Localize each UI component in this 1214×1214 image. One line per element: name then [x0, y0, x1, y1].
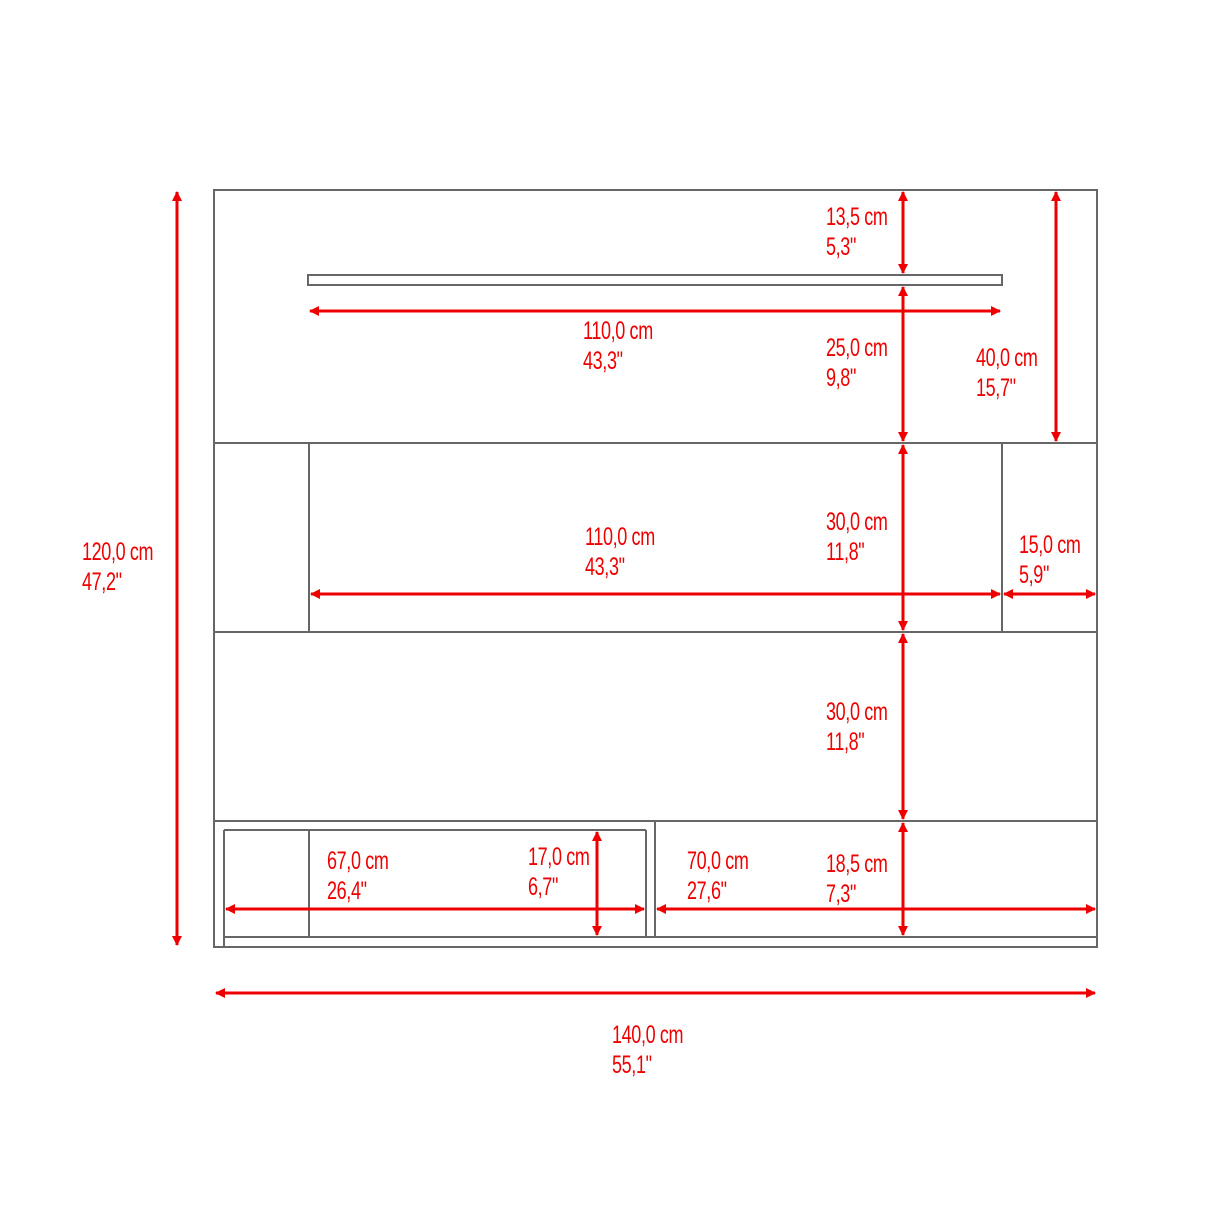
shelf-to-divider-in: 9,8": [826, 364, 856, 392]
left-compartment-width-label: 67,0 cm 26,4": [327, 846, 389, 906]
shelf-width-cm: 110,0 cm: [583, 317, 653, 345]
left-compartment-width-cm: 67,0 cm: [327, 847, 389, 875]
furniture-outline: [213, 189, 1098, 948]
right-compartment-width-label: 70,0 cm 27,6": [687, 846, 749, 906]
shelf-width-label: 110,0 cm 43,3": [583, 316, 653, 376]
right-compartment-height-label: 18,5 cm 7,3": [826, 849, 888, 909]
shelf-width-in: 43,3": [583, 347, 623, 375]
right-compartment-height-in: 7,3": [826, 880, 856, 908]
lower-height-cm: 30,0 cm: [826, 698, 888, 726]
lower-height-label: 30,0 cm 11,8": [826, 697, 888, 757]
side-cubby-width-in: 5,9": [1019, 561, 1049, 589]
middle-width-in: 43,3": [585, 553, 625, 581]
left-compartment-height-label: 17,0 cm 6,7": [528, 842, 590, 902]
right-compartment-width-cm: 70,0 cm: [687, 847, 749, 875]
top-gap-label: 13,5 cm 5,3": [826, 202, 888, 262]
right-compartment-width-in: 27,6": [687, 877, 727, 905]
middle-height-in: 11,8": [826, 538, 865, 566]
left-compartment-height-cm: 17,0 cm: [528, 843, 590, 871]
dimension-lines: [172, 191, 1096, 998]
top-gap-cm: 13,5 cm: [826, 203, 888, 231]
middle-width-label: 110,0 cm 43,3": [585, 522, 655, 582]
shelf-to-divider-cm: 25,0 cm: [826, 334, 888, 362]
left-compartment-width-in: 26,4": [327, 877, 367, 905]
side-cubby-width-cm: 15,0 cm: [1019, 531, 1081, 559]
overall-height-in: 47,2": [82, 568, 122, 596]
top-section-height-in: 15,7": [976, 374, 1016, 402]
top-gap-in: 5,3": [826, 233, 856, 261]
middle-width-cm: 110,0 cm: [585, 523, 655, 551]
middle-height-label: 30,0 cm 11,8": [826, 507, 888, 567]
shelf-to-divider-label: 25,0 cm 9,8": [826, 333, 888, 393]
side-cubby-width-label: 15,0 cm 5,9": [1019, 530, 1081, 590]
top-section-height-cm: 40,0 cm: [976, 344, 1038, 372]
floating-shelf: [307, 274, 1003, 286]
overall-width-in: 55,1": [612, 1051, 652, 1079]
middle-height-cm: 30,0 cm: [826, 508, 888, 536]
overall-width-cm: 140,0 cm: [612, 1021, 684, 1049]
overall-height-label: 120,0 cm 47,2": [82, 537, 154, 597]
overall-width-label: 140,0 cm 55,1": [612, 1020, 684, 1080]
outer-frame: [213, 189, 1098, 948]
top-section-height-label: 40,0 cm 15,7": [976, 343, 1038, 403]
right-compartment-height-cm: 18,5 cm: [826, 850, 888, 878]
left-compartment-height-in: 6,7": [528, 873, 558, 901]
lower-height-in: 11,8": [826, 728, 865, 756]
overall-height-cm: 120,0 cm: [82, 538, 154, 566]
